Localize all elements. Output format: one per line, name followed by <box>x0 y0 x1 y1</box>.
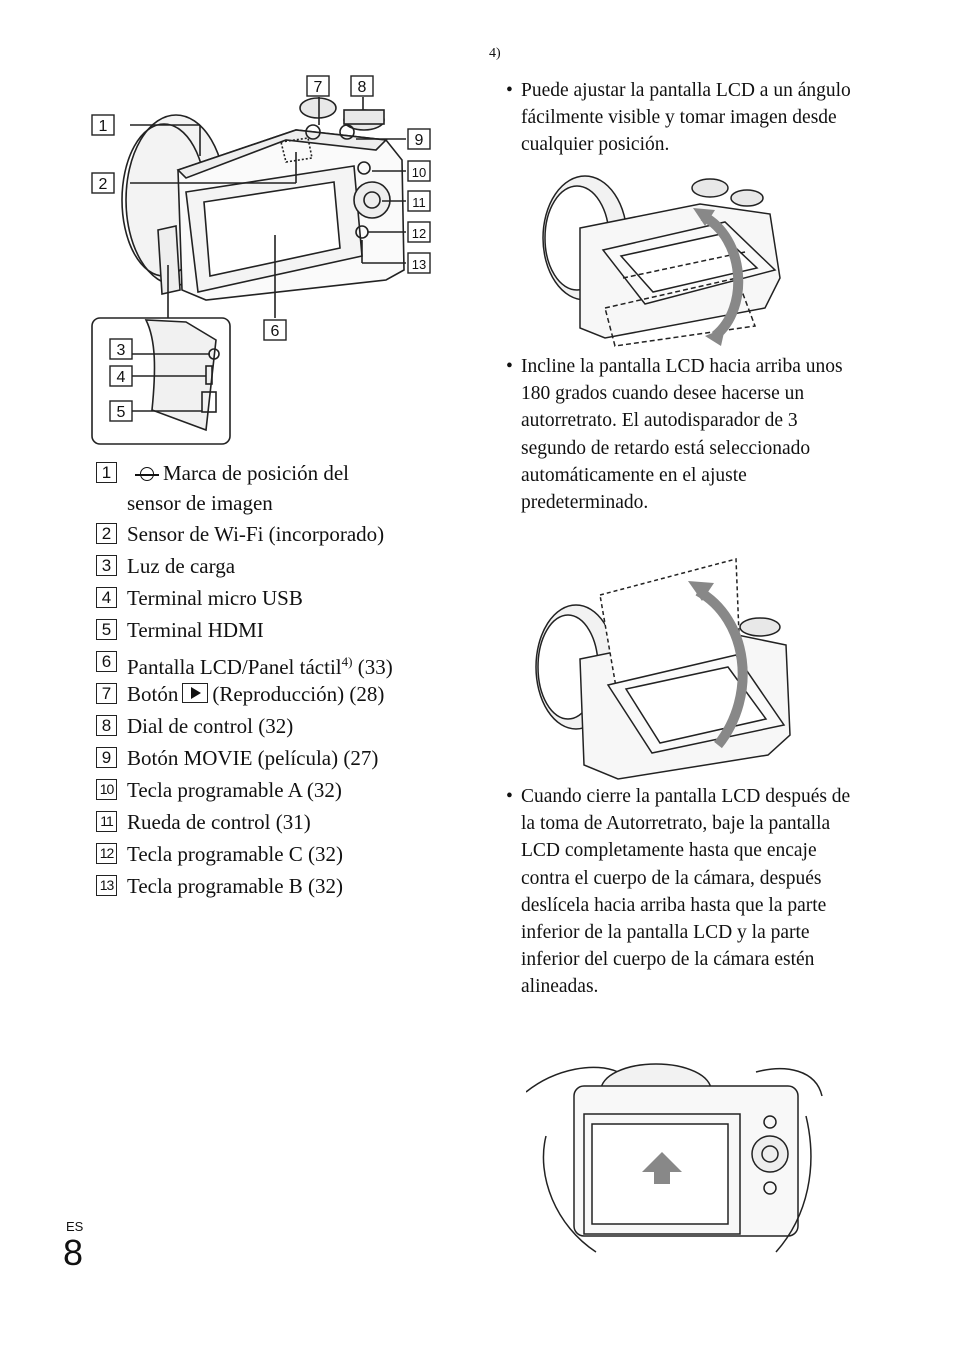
diagram-label-8: 8 <box>358 79 367 96</box>
legend-text: Marca de posición del <box>163 461 350 485</box>
legend-text: Dial de control (32) <box>127 714 294 738</box>
legend-text: Terminal HDMI <box>127 618 264 642</box>
footnote-marker: 4) <box>489 46 501 61</box>
legend-text: Sensor de Wi-Fi (incorporado) <box>127 522 385 546</box>
bullet-text: Cuando cierre la pantalla LCD después de… <box>521 786 851 998</box>
legend-text: Luz de carga <box>127 554 236 578</box>
bullet-adjust-angle: • Puede ajustar la pantalla LCD a un áng… <box>506 77 851 159</box>
legend-text: Terminal micro USB <box>127 586 303 610</box>
diagram-label-11: 11 <box>412 195 426 210</box>
legend-number: 11 <box>96 811 117 832</box>
footnote-sup: 4) <box>341 654 353 669</box>
legend-number: 6 <box>96 651 117 672</box>
diagram-label-4: 4 <box>117 369 126 386</box>
legend-text: Rueda de control (31) <box>127 810 311 834</box>
bullet-self-portrait: • Incline la pantalla LCD hacia arriba u… <box>506 353 851 516</box>
legend-text: Tecla programable C (32) <box>127 842 344 866</box>
diagram-label-10: 10 <box>412 165 426 180</box>
legend-text: sensor de imagen <box>127 491 273 515</box>
legend-text: Botón <box>127 682 179 706</box>
legend-number: 9 <box>96 747 117 768</box>
diagram-label-5: 5 <box>117 404 126 421</box>
legend-text: Tecla programable B (32) <box>127 874 344 898</box>
legend-text: Tecla programable A (32) <box>127 778 342 802</box>
diagram-label-7: 7 <box>314 79 323 96</box>
legend-number: 4 <box>96 587 117 608</box>
legend-text-after: (Reproducción) (28) <box>212 682 385 706</box>
diagram-label-12: 12 <box>412 226 426 241</box>
bullet-text: Puede ajustar la pantalla LCD a un ángul… <box>521 80 851 156</box>
playback-icon <box>182 683 209 703</box>
diagram-label-2: 2 <box>99 176 108 193</box>
page-number: 8 <box>63 1232 84 1273</box>
language-label: ES <box>66 1219 84 1234</box>
camera-back-diagram: 1 2 7 8 9 10 11 12 13 6 3 4 5 <box>91 75 431 445</box>
legend-text: Botón MOVIE (película) (27) <box>127 746 379 770</box>
diagram-label-6: 6 <box>271 323 280 340</box>
legend-number: 8 <box>96 715 117 736</box>
lcd-flip-up-illustration <box>535 558 791 780</box>
legend-number: 2 <box>96 523 117 544</box>
legend-number: 5 <box>96 619 117 640</box>
legend-number: 7 <box>96 683 117 704</box>
legend-number: 1 <box>96 462 117 483</box>
legend-number: 3 <box>96 555 117 576</box>
legend-text-after: (33) <box>352 655 393 679</box>
legend-number: 13 <box>96 875 117 896</box>
diagram-label-1: 1 <box>99 118 108 135</box>
lcd-tilt-illustration <box>542 175 781 347</box>
legend-number: 10 <box>96 779 117 800</box>
lcd-close-illustration <box>526 1063 823 1253</box>
image-sensor-mark-icon <box>135 467 159 481</box>
diagram-label-9: 9 <box>415 132 424 149</box>
bullet-close-screen: • Cuando cierre la pantalla LCD después … <box>506 783 851 1001</box>
bullet-text: Incline la pantalla LCD hacia arriba uno… <box>521 356 843 514</box>
diagram-label-3: 3 <box>117 342 126 359</box>
legend-text: Pantalla LCD/Panel táctil <box>127 655 342 679</box>
legend-number: 12 <box>96 843 117 864</box>
diagram-label-13: 13 <box>412 257 426 272</box>
